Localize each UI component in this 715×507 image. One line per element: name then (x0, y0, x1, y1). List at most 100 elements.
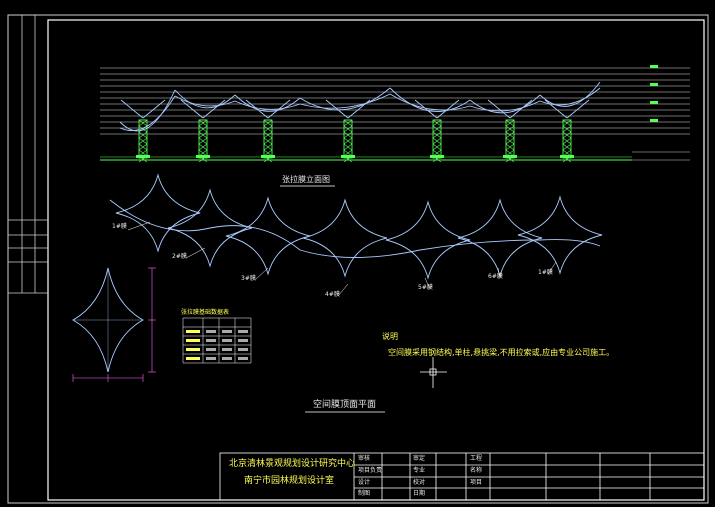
unit-label-3: 3#膜 (241, 275, 256, 282)
membrane-arm (202, 99, 226, 119)
column-brace (263, 137, 273, 145)
schedule-cell (222, 339, 232, 342)
schedule-cell (238, 330, 248, 333)
column-brace (343, 137, 353, 145)
column-brace (562, 131, 572, 139)
elevation-level-marks (650, 65, 658, 122)
membrane-edge (299, 87, 391, 111)
membrane-arm (120, 99, 144, 119)
membrane-arm (544, 99, 568, 119)
leader-line (547, 261, 557, 275)
column-brace (263, 143, 273, 151)
schedule-row-head (186, 339, 200, 342)
title-block (219, 452, 705, 501)
elevation-columns (136, 119, 574, 163)
membrane-edge (389, 87, 471, 112)
column-base (196, 155, 210, 158)
column-brace (198, 131, 208, 139)
column-brace (263, 131, 273, 139)
leader-line (185, 247, 206, 259)
crosshair-icon (420, 357, 447, 388)
schedule-row-head (186, 357, 200, 360)
leader-line (497, 267, 501, 279)
schedule-cell (222, 357, 232, 360)
plan-title: 空间膜顶面平面 (313, 400, 377, 410)
column-base (430, 155, 444, 158)
schedule-cell (222, 348, 232, 351)
level-mark (650, 119, 658, 122)
plan-membranes (109, 173, 603, 280)
column-brace (343, 125, 353, 133)
column-brace (505, 143, 515, 151)
schedule-row-head (186, 330, 200, 333)
unit-label-6: 6#膜 (488, 273, 503, 280)
leader-line (127, 221, 151, 231)
schedule-cell (238, 339, 248, 342)
column-brace (562, 137, 572, 145)
plan-membrane (457, 198, 543, 278)
column-brace (432, 131, 442, 139)
schedule-cell (238, 348, 248, 351)
notes-heading: 说明 (382, 332, 398, 341)
schedule-cell (206, 339, 216, 342)
tb-sign-label-3: 校对 (413, 479, 426, 486)
membrane-arm (414, 99, 438, 119)
membrane-edge (174, 95, 236, 107)
tb-row-label-4: 制图 (358, 490, 371, 497)
column-brace (343, 131, 353, 139)
membrane-edge (469, 94, 541, 114)
tb-sign-label-2: 专业 (413, 467, 426, 474)
membrane-edge (469, 100, 541, 112)
schedule-cell (206, 348, 216, 351)
column-brace (562, 125, 572, 133)
schedule-cell (222, 330, 232, 333)
column-brace (505, 137, 515, 145)
column-brace (505, 119, 515, 127)
unit-label-1a: 1#膜 (112, 223, 127, 230)
membrane-arm (436, 99, 460, 119)
column-brace (562, 143, 572, 151)
membrane-arm (325, 99, 349, 119)
plan-membrane (167, 188, 253, 268)
tb-row-label-1: 审核 (358, 455, 371, 462)
tb-sign-label-1: 审定 (413, 455, 426, 462)
column-brace (138, 143, 148, 151)
membrane-arm (347, 99, 371, 119)
tb-row-label-3: 设计 (358, 479, 371, 486)
column-base (136, 155, 150, 158)
membrane-edge (119, 89, 176, 132)
schedule-row-head (186, 348, 200, 351)
unit-label-1b: 1#膜 (538, 269, 553, 276)
unit-label-5: 5#膜 (418, 284, 433, 291)
membrane-edge (389, 93, 471, 111)
column-base (560, 155, 574, 158)
column-brace (263, 125, 273, 133)
column-brace (263, 119, 273, 127)
outer-frame (7, 14, 709, 504)
level-mark (650, 83, 658, 86)
column-brace (432, 125, 442, 133)
column-brace (505, 125, 515, 133)
org-line2: 南宁市园林规划设计室 (244, 476, 335, 486)
tb-right-label-1: 工程 (470, 455, 483, 462)
column-brace (505, 131, 515, 139)
leader-line (424, 277, 431, 290)
schedule-cell (206, 357, 216, 360)
schedule-cell (206, 330, 216, 333)
membrane-detail (72, 267, 156, 382)
column-base (341, 155, 355, 158)
column-brace (343, 119, 353, 127)
column-base (503, 155, 517, 158)
org-line1: 北京清林景观规划设计研究中心 (229, 459, 356, 469)
level-mark (650, 65, 658, 68)
plan-membrane (517, 195, 603, 275)
ground-line (100, 151, 690, 161)
column-brace (138, 119, 148, 127)
plan-membrane (225, 196, 311, 276)
membrane-arm (487, 99, 511, 119)
notes-text: 空间膜采用钢结构,单柱,悬挑梁,不用拉索或,应由专业公司施工。 (388, 348, 615, 357)
elevation-reference-lines (100, 67, 690, 135)
tb-sign-label-4: 日期 (413, 490, 426, 497)
membrane-edge (539, 81, 601, 107)
column-brace (343, 143, 353, 151)
